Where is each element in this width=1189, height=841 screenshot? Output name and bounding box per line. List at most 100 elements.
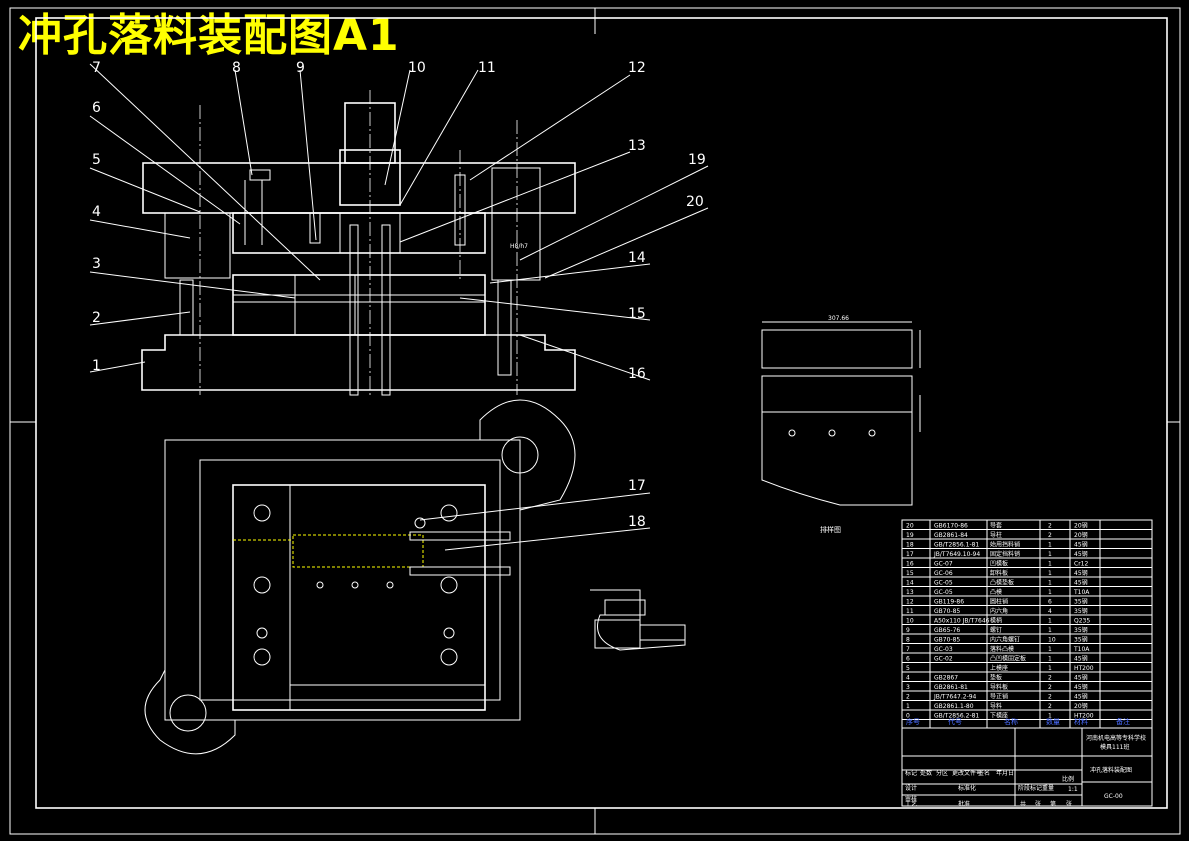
callout-2: 2 [92,310,101,326]
bom-cell: 45钢 [1074,683,1088,691]
bom-cell: 1 [906,703,910,710]
bom-cell: 2 [1048,532,1052,539]
bom-cell: HT200 [1074,713,1094,720]
bom-cell: 1 [1048,551,1052,558]
bom-cell: 落料凸模 [990,645,1014,653]
svg-text:共: 共 [1020,800,1026,808]
bom-cell: 20钢 [1074,522,1088,530]
fit-label: H8/h7 [510,243,528,250]
bom-cell: GB70-85 [934,637,960,644]
bom-cell: GB/T2856.1-81 [934,542,979,549]
bom-cell: 45钢 [1074,693,1088,701]
bom-cell: GC-06 [934,570,953,577]
svg-text:处数: 处数 [920,769,932,777]
bom-cell: 1 [1048,570,1052,577]
bom-cell: 导正销 [990,693,1008,701]
bom-cell: 1 [1048,627,1052,634]
bom-cell: GB119-86 [934,599,964,606]
callout-10: 10 [408,60,426,76]
bom-cell: 3 [906,684,910,691]
svg-text:设计: 设计 [905,784,917,792]
svg-text:名称: 名称 [1004,717,1018,726]
bom-cell: A50x110 JB/T7646 [934,618,990,625]
bom-cell: GC-05 [934,589,953,596]
bom-cell: 1 [1048,646,1052,653]
bom-cell: 0 [906,713,910,720]
callout-4: 4 [92,204,101,220]
bom-cell: 2 [1048,684,1052,691]
bom-cell: 始用挡料销 [990,541,1020,549]
scale: 1:1 [1068,786,1078,793]
bom-cell: 13 [906,589,914,596]
bom-cell: 4 [1048,608,1052,615]
bom-cell: 1 [1048,561,1052,568]
svg-text:序号: 序号 [906,717,920,726]
bom-cell: JB/T7647.2-94 [933,694,977,701]
callout-8: 8 [232,60,241,76]
bom-cell: 导料 [990,702,1002,710]
strip-label: 排样图 [820,525,841,534]
title-block: 河南机电高等专科学校 模具111班 冲孔落料装配图 1:1 GC-00 标记 处… [901,727,1153,808]
bom-cell: GB2861-81 [934,684,968,691]
callout-9: 9 [296,60,305,76]
school-name: 河南机电高等专科学校 [1086,734,1146,742]
bom-cell: 45钢 [1074,674,1088,682]
bom-cell: GC-07 [934,561,953,568]
bom-cell: 10 [1048,637,1056,644]
bom-cell: 1 [1048,580,1052,587]
svg-text:批准: 批准 [958,800,970,808]
bom-cell: 12 [906,599,914,606]
callout-1: 1 [92,358,101,374]
bom-cell: 16 [906,561,914,568]
bom-cell: GC-02 [934,656,953,663]
drawing-code: GC-00 [1104,793,1123,800]
bom-cell: 35钢 [1074,607,1088,615]
callout-20: 20 [686,194,704,210]
bom-cell: 凸模 [990,588,1002,596]
bom-cell: 1 [1048,618,1052,625]
callout-12: 12 [628,60,646,76]
drawing-title: 冲孔落料装配图A1 [18,10,400,61]
bom-cell: 45钢 [1074,550,1088,558]
bom-cell: 35钢 [1074,626,1088,634]
svg-text:签名: 签名 [978,769,990,777]
callout-11: 11 [478,60,496,76]
svg-text:更改文件号: 更改文件号 [952,769,982,777]
bom-cell: 导柱 [990,531,1002,539]
bom-cell: 2 [1048,523,1052,530]
bom-cell: 1 [1048,589,1052,596]
bom-cell: 45钢 [1074,541,1088,549]
svg-text:数量: 数量 [1046,717,1060,726]
bom-cell: 18 [906,542,914,549]
bom-cell: 17 [906,551,914,558]
bom-cell: 45钢 [1074,655,1088,663]
bom-cell: 20 [906,523,914,530]
bom-cell: 9 [906,627,910,634]
bom-cell: HT200 [1074,665,1094,672]
bom-cell: 19 [906,532,914,539]
bom-cell: 螺钉 [990,626,1002,634]
drawing-name: 冲孔落料装配图 [1090,766,1132,774]
section-view: H8/h7 [141,90,576,396]
bom-cell: 35钢 [1074,598,1088,606]
bom-cell: 8 [906,637,910,644]
svg-text:工艺: 工艺 [905,800,917,808]
bom-cell: GB2861.1-80 [934,703,974,710]
callout-13: 13 [628,138,646,154]
bom-cell: 2 [906,694,910,701]
bom-cell: 7 [906,646,910,653]
bom-cell: T10A [1073,589,1090,596]
sheet-border [9,7,1181,835]
callout-18: 18 [628,514,646,530]
class-name: 模具111班 [1100,743,1129,751]
bom-cell: 模柄 [990,617,1002,625]
callout-14: 14 [628,250,646,266]
svg-text:第: 第 [1050,800,1056,808]
bom-cell: 1 [1048,656,1052,663]
bom-cell: GB2867 [934,675,958,682]
svg-text:审核: 审核 [905,795,917,803]
strip-layout: 307.66 排样图 [761,315,921,534]
svg-text:代号: 代号 [948,717,962,726]
callout-7: 7 [92,60,101,76]
